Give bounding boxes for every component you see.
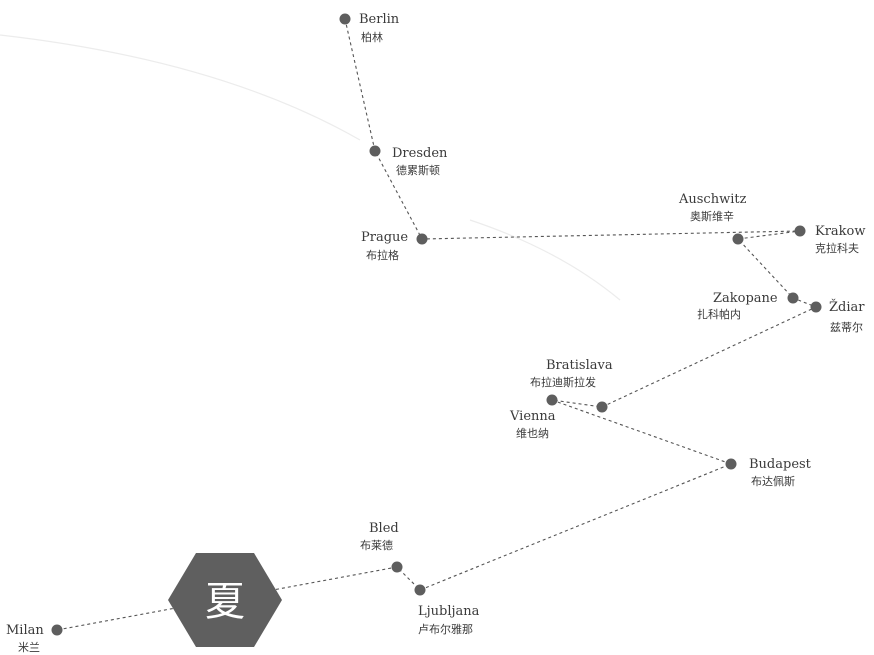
hexagon-badge-shape bbox=[168, 553, 282, 647]
city-marker-ljubljana bbox=[414, 584, 426, 596]
city-marker-auschwitz bbox=[732, 233, 744, 245]
city-label-zh-bratislava: 布拉迪斯拉发 bbox=[530, 375, 596, 389]
city-label-zh-dresden: 德累斯顿 bbox=[396, 163, 440, 177]
city-label-milan: Milan bbox=[6, 623, 44, 638]
city-label-zh-bled: 布莱德 bbox=[360, 538, 393, 552]
city-label-krakow: Krakow bbox=[815, 224, 866, 239]
city-label-zh-krakow: 克拉科夫 bbox=[815, 241, 859, 255]
city-label-zh-auschwitz: 奥斯维辛 bbox=[690, 209, 734, 223]
route-line bbox=[56, 18, 818, 631]
city-marker-zdiar bbox=[810, 301, 822, 313]
city-marker-zakopane bbox=[787, 292, 799, 304]
city-label-prague: Prague bbox=[361, 230, 408, 245]
badge-character: 夏 bbox=[205, 579, 245, 625]
city-label-zdiar: Ždiar bbox=[829, 299, 865, 315]
city-marker-milan bbox=[51, 624, 63, 636]
city-label-zh-prague: 布拉格 bbox=[366, 248, 399, 262]
city-label-bratislava: Bratislava bbox=[546, 358, 613, 373]
city-marker-prague bbox=[416, 233, 428, 245]
city-marker-dresden bbox=[369, 145, 381, 157]
city-marker-berlin bbox=[339, 13, 351, 25]
city-label-auschwitz: Auschwitz bbox=[678, 192, 747, 207]
city-marker-krakow bbox=[794, 225, 806, 237]
city-label-zakopane: Zakopane bbox=[713, 291, 778, 306]
city-marker-bratislava bbox=[596, 401, 608, 413]
city-label-vienna: Vienna bbox=[509, 409, 556, 424]
city-label-dresden: Dresden bbox=[392, 146, 448, 161]
background-curve bbox=[0, 34, 361, 141]
city-label-zh-zakopane: 扎科帕内 bbox=[697, 307, 741, 321]
city-label-zh-vienna: 维也纳 bbox=[516, 427, 549, 440]
city-label-zh-berlin: 柏林 bbox=[361, 30, 383, 44]
city-label-bled: Bled bbox=[369, 521, 399, 536]
city-label-budapest: Budapest bbox=[749, 457, 812, 472]
city-marker-bled bbox=[391, 561, 403, 573]
season-badge: 夏 bbox=[168, 553, 282, 647]
city-marker-vienna bbox=[546, 394, 558, 406]
city-label-ljubljana: Ljubljana bbox=[418, 604, 480, 619]
city-label-zh-ljubljana: 卢布尔雅那 bbox=[418, 622, 473, 636]
background-curve bbox=[469, 219, 621, 301]
city-label-zh-zdiar: 兹蒂尔 bbox=[830, 321, 863, 334]
city-label-zh-milan: 米兰 bbox=[18, 641, 40, 654]
city-label-zh-budapest: 布达佩斯 bbox=[751, 474, 795, 488]
city-label-berlin: Berlin bbox=[359, 12, 400, 27]
city-marker-budapest bbox=[725, 458, 737, 470]
